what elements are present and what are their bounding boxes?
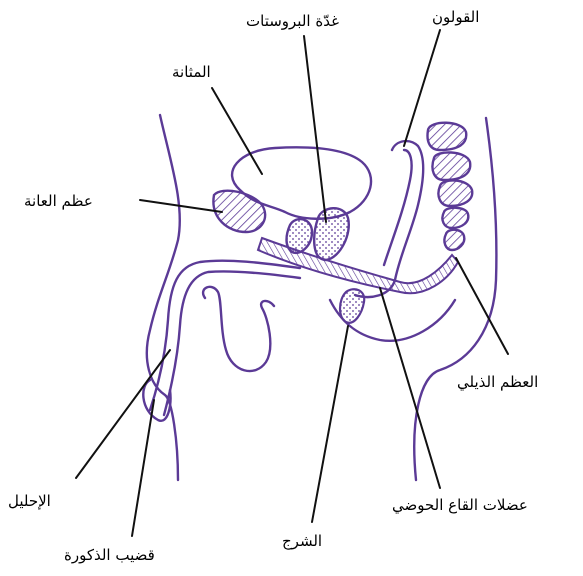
label-vas-deferens: الإحليل: [8, 492, 51, 510]
label-coccyx: العظم الذيلي: [457, 373, 538, 391]
urethra-outline: [150, 261, 300, 410]
leader-prostate: [304, 36, 326, 222]
leader-penis: [132, 400, 154, 536]
label-bladder: المثانة: [172, 63, 211, 81]
label-pelvic-floor-muscles: عضلات القاع الحوضي: [392, 496, 528, 514]
leader-pelvic: [380, 288, 440, 488]
anal-sphincter: [340, 289, 364, 323]
label-anus: الشرج: [282, 532, 322, 550]
urethra-inner: [164, 271, 300, 415]
leader-coccyx: [456, 258, 508, 354]
label-prostate: غدّة البروستات: [246, 12, 339, 30]
leader-pubic: [140, 200, 222, 212]
label-penis-shaft: قضيب الذكورة: [64, 546, 155, 564]
rectum-inner: [384, 150, 412, 265]
label-pubic-bone: عظم العانة: [24, 192, 93, 210]
label-colon: القولون: [432, 8, 479, 26]
scrotum-outline: [203, 287, 274, 371]
leader-anus: [312, 326, 348, 522]
leader-vas: [76, 350, 170, 478]
prostate-gland: [314, 208, 349, 260]
body-front-outline: [147, 115, 180, 480]
spine-vertebrae: [428, 123, 473, 250]
